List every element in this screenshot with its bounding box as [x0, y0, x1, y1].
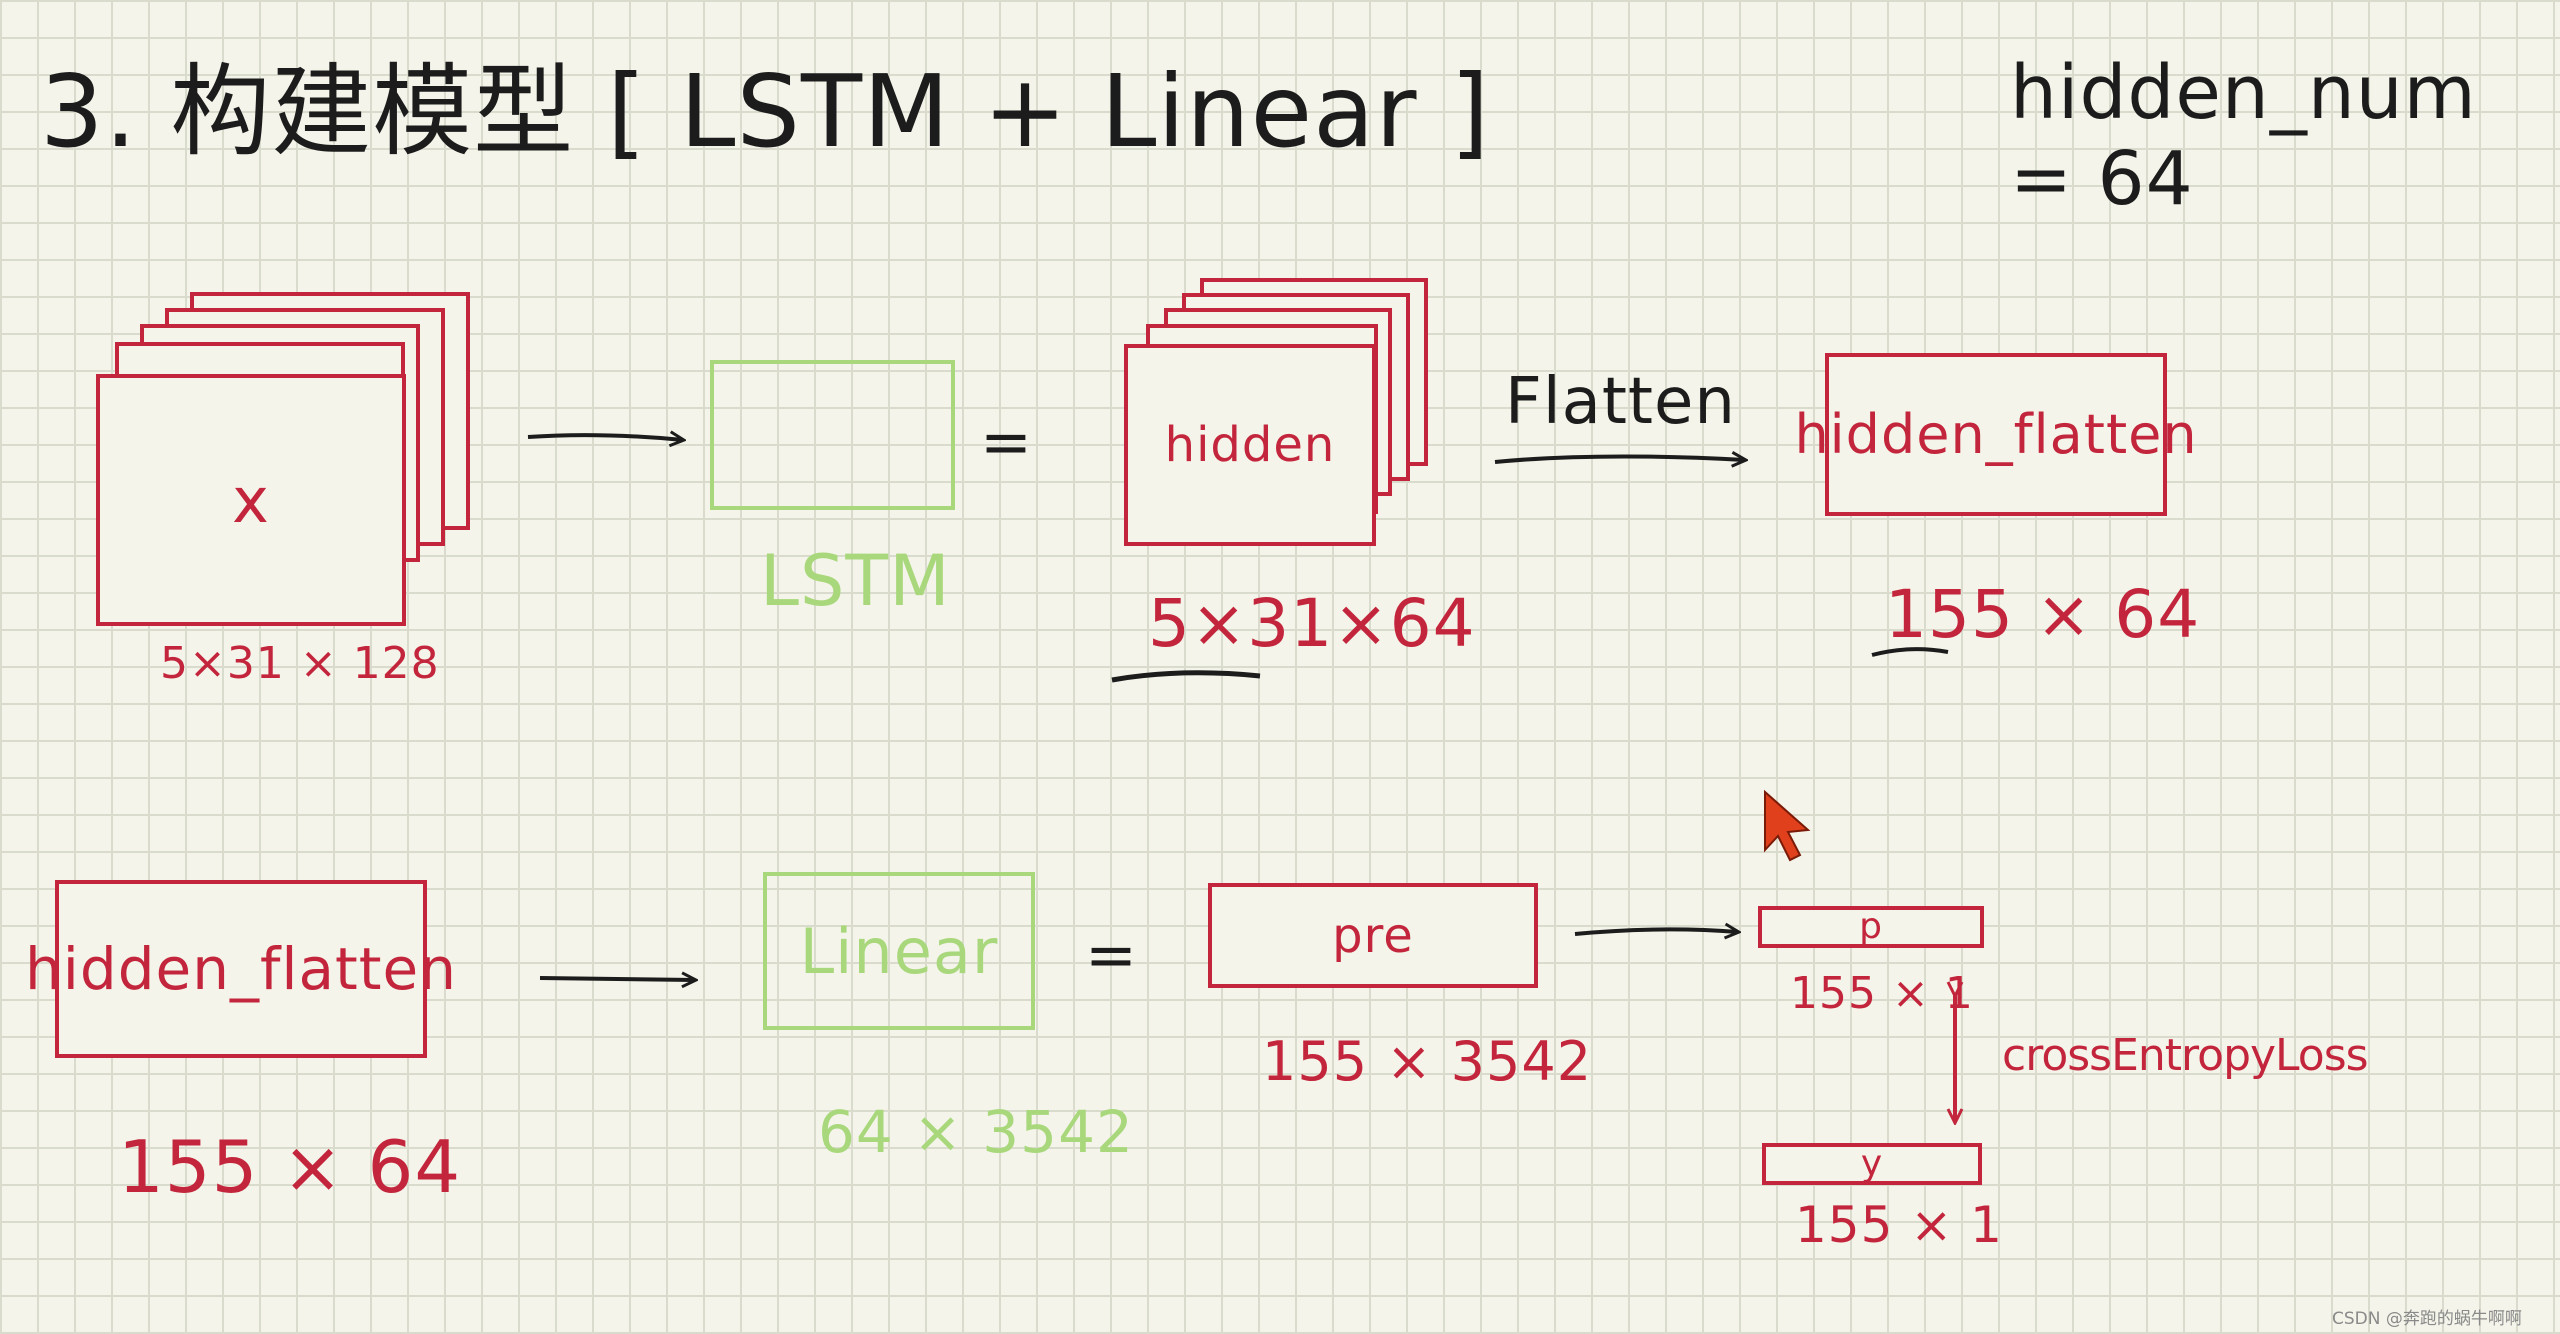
watermark: CSDN @奔跑的蜗牛啊啊 [2332, 1309, 2522, 1329]
hidden-flatten-label: hidden_flatten [1794, 403, 2198, 466]
hidden-flatten-dim-2: 155 × 64 [118, 1125, 462, 1209]
hidden-flatten-label-2: hidden_flatten [25, 935, 457, 1003]
hidden-box: hidden [1124, 344, 1376, 546]
hidden-dim: 5×31×64 [1148, 585, 1476, 662]
linear-box: Linear [763, 872, 1035, 1030]
underline-hf-dim [1871, 647, 1949, 657]
input-label: x [232, 463, 270, 537]
hidden-num-label: hidden_num = 64 [2010, 50, 2477, 222]
cursor-icon [1764, 789, 1811, 862]
p-box: p [1758, 906, 1984, 948]
pre-box: pre [1208, 883, 1538, 988]
y-box: y [1762, 1143, 1982, 1185]
linear-dim: 64 × 3542 [818, 1098, 1134, 1166]
lstm-label: LSTM [760, 540, 951, 622]
hidden-flatten-dim: 155 × 64 [1885, 576, 2201, 653]
hidden-flatten-box-2: hidden_flatten [25, 880, 456, 1058]
p-dim: 155 × 1 [1790, 968, 1974, 1019]
arrow-pre-to-p [1574, 929, 1738, 934]
input-box: x [96, 374, 406, 626]
equals-sign-2: = [1085, 918, 1138, 991]
linear-label: Linear [799, 914, 999, 988]
arrow-hf-to-linear [539, 978, 695, 980]
hidden-label: hidden [1164, 417, 1336, 473]
underline-hidden-dim [1111, 670, 1261, 683]
pre-dim: 155 × 3542 [1262, 1030, 1593, 1093]
lstm-box [710, 360, 955, 510]
hidden-flatten-box: hidden_flatten [1794, 353, 2197, 516]
pre-label: pre [1332, 907, 1414, 964]
arrow-flatten [1494, 456, 1745, 462]
arrow-x-to-lstm [527, 435, 683, 440]
p-label: p [1859, 906, 1883, 947]
flatten-label: Flatten [1505, 365, 1736, 439]
y-dim: 155 × 1 [1795, 1196, 2003, 1254]
diagram-title: 3. 构建模型 [ LSTM + Linear ] [40, 53, 1491, 170]
y-label: y [1860, 1143, 1884, 1184]
equals-sign: = [980, 405, 1033, 478]
loss-label: crossEntropyLoss [2002, 1030, 2369, 1081]
input-dim: 5×31 × 128 [160, 638, 440, 689]
